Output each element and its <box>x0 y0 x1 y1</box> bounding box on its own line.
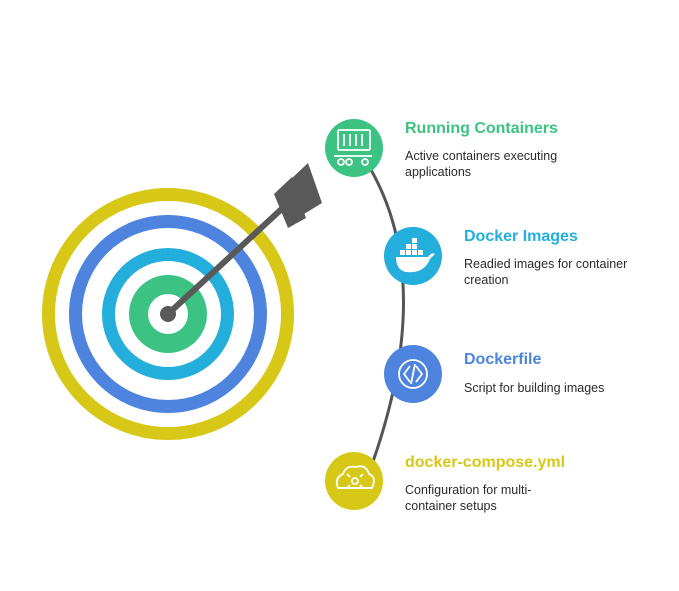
config-cloud-icon <box>335 465 375 489</box>
code-file-icon <box>398 359 428 389</box>
arrow-fletch-2 <box>290 163 322 214</box>
docker-compose-title: docker-compose.yml <box>405 454 566 471</box>
docker-whale-icon <box>396 238 435 273</box>
connector-arc <box>368 167 405 471</box>
dockerfile-description: Script for building images <box>464 381 605 395</box>
docker-images-circle <box>384 227 442 285</box>
running-containers-circle <box>325 119 383 177</box>
arrow-icon <box>165 163 322 317</box>
docker-compose-description: Configuration for multi-container setups <box>405 483 532 513</box>
running-containers-title: Running Containers <box>405 120 558 137</box>
docker-images-title: Docker Images <box>464 228 578 245</box>
dockerfile-title: Dockerfile <box>464 351 542 368</box>
arrow-fletch-1 <box>274 177 306 228</box>
container-truck-icon <box>334 129 372 166</box>
arrow-shaft <box>165 189 303 317</box>
docker-images-description: Readied images for container creation <box>464 257 628 287</box>
docker-compose-circle <box>325 452 383 510</box>
running-containers-description: Active containers executing applications <box>405 149 558 179</box>
